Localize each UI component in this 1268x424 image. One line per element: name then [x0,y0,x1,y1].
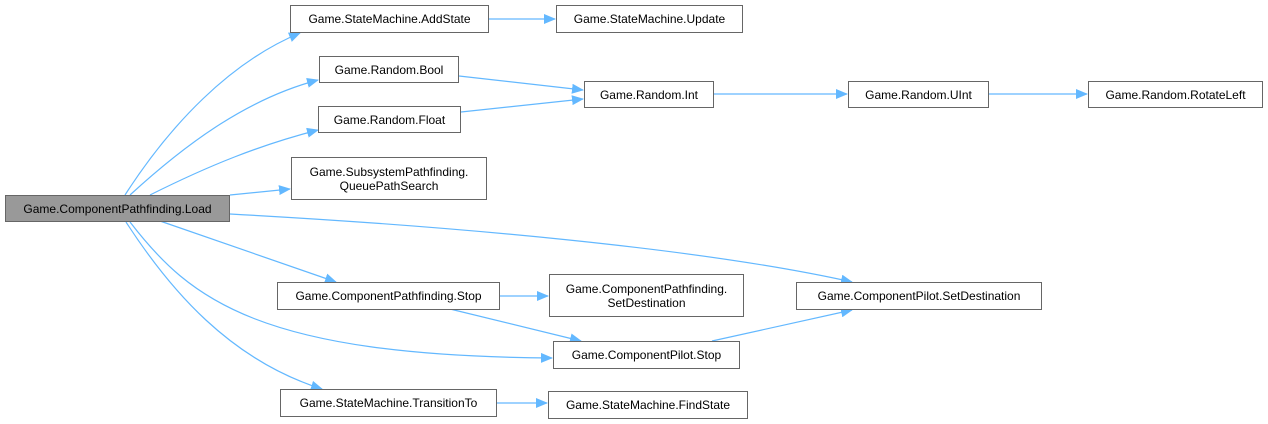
edge-load-transitionto [125,221,323,391]
edge-load-pathfindingstop [159,220,337,284]
edge-load-pilotstop [129,221,553,363]
node-statemachine-update[interactable]: Game.StateMachine.Update [556,5,743,33]
node-label: Game.StateMachine.Update [573,12,726,26]
node-label-line1: Game.SubsystemPathfinding. [309,164,469,179]
node-statemachine-findstate[interactable]: Game.StateMachine.FindState [548,391,748,419]
node-label: Game.ComponentPathfinding.Load [23,201,212,216]
node-label: Game.Random.RotateLeft [1105,87,1246,102]
node-label: Game.Random.Bool [334,62,444,77]
node-label: Game.StateMachine.TransitionTo [299,396,478,410]
node-random-int[interactable]: Game.Random.Int [584,81,714,108]
edge-load-pilotsetdestination [229,213,853,285]
node-statemachine-addstate[interactable]: Game.StateMachine.AddState [290,5,489,33]
node-label: Game.Random.UInt [865,87,972,102]
node-componentpilot-stop[interactable]: Game.ComponentPilot.Stop [553,341,740,369]
node-label: Game.ComponentPilot.Stop [571,348,722,362]
edge-bool-int [458,75,584,94]
node-componentpathfinding-stop[interactable]: Game.ComponentPathfinding.Stop [277,282,500,310]
node-random-bool[interactable]: Game.Random.Bool [319,56,459,83]
edge-pilotstop-pilotsetdestination [711,307,853,342]
node-componentpilot-setdestination[interactable]: Game.ComponentPilot.SetDestination [796,282,1042,310]
node-label: Game.ComponentPilot.SetDestination [817,289,1021,303]
node-label: Game.Random.Int [599,87,699,102]
node-random-rotateleft[interactable]: Game.Random.RotateLeft [1088,81,1263,108]
node-random-float[interactable]: Game.Random.Float [318,106,461,133]
node-label: Game.ComponentPathfinding.Stop [295,289,482,303]
edge-load-bool [129,77,319,196]
node-statemachine-transitionto[interactable]: Game.StateMachine.TransitionTo [280,389,497,417]
node-component-pathfinding-load: Game.ComponentPathfinding.Load [5,195,230,222]
node-random-uint[interactable]: Game.Random.UInt [848,81,989,108]
node-label: Game.StateMachine.AddState [308,12,471,26]
edge-load-queuepathsearch [229,185,291,196]
node-label-line2: SetDestination [607,295,686,310]
edge-load-float [149,127,319,196]
node-label-line2: QueuePathSearch [339,178,439,193]
node-label: Game.Random.Float [333,112,446,127]
node-label: Game.StateMachine.FindState [565,398,731,412]
edge-float-int [460,95,584,113]
edge-load-addstate [124,32,301,196]
node-subsystempathfinding-queuepathsearch[interactable]: Game.SubsystemPathfinding.QueuePathSearc… [291,157,487,200]
edge-pathfindingstop-pilotstop [449,308,582,344]
node-componentpathfinding-setdestination[interactable]: Game.ComponentPathfinding.SetDestination [549,274,744,317]
node-label-line1: Game.ComponentPathfinding. [565,281,728,296]
